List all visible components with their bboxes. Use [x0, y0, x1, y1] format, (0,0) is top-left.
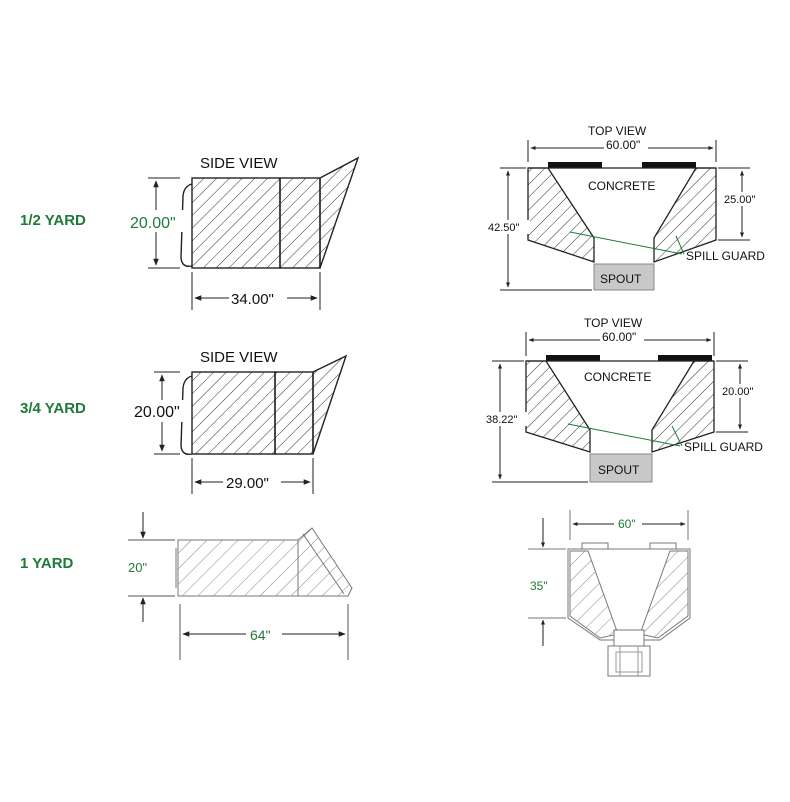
side-view-one-yard: 20" 64": [128, 512, 353, 660]
spill-guard-label: SPILL GUARD: [684, 440, 763, 454]
height-dim-label: 20.00": [130, 215, 176, 232]
bucket-body-hatched: [191, 371, 276, 455]
yard-label-half: 1/2 YARD: [20, 212, 86, 229]
dim-label-bg: [484, 412, 528, 426]
hopper-wall-right: [651, 360, 715, 453]
bucket-front-panel: [274, 371, 314, 455]
hitch-bar-left: [548, 162, 602, 168]
spill-guard-leader: [567, 423, 681, 447]
dim-label-bg: [246, 624, 282, 644]
bucket-chute: [312, 354, 348, 455]
bucket-chute: [297, 527, 353, 597]
dim-label-bg: [486, 220, 530, 234]
spill-guard-leader: [671, 425, 683, 447]
hitch-bar-left: [546, 355, 600, 361]
bucket-chute: [319, 156, 360, 269]
height-dim-label: 20.00": [134, 404, 180, 421]
top-view-three-quarter-yard: TOP VIEW 60.00" CONCRETE SPOUT SPILL GUA…: [484, 316, 764, 483]
spill-guard-leader: [569, 231, 683, 255]
hopper-outline: [567, 548, 691, 641]
hitch-bar-right: [642, 162, 696, 168]
top-view-half-yard: TOP VIEW 60.00" CONCRETE SPOUT SPILL GUA…: [486, 124, 766, 291]
concrete-label: CONCRETE: [588, 179, 655, 193]
hitch-lug-left: [581, 542, 609, 550]
top-view-title: TOP VIEW: [584, 316, 643, 330]
total-height-dim-label: 38.22": [486, 414, 518, 426]
side-view-title: SIDE VIEW: [200, 155, 278, 172]
length-dim-label: 64": [250, 627, 271, 643]
bucket-front-panel: [279, 177, 321, 269]
top-view-one-yard: 60" 35": [528, 510, 691, 677]
hopper-height-dim-label: 20.00": [722, 386, 754, 398]
side-view-title: SIDE VIEW: [200, 349, 278, 366]
hopper-wall-right: [639, 550, 689, 639]
hopper-wall-left: [569, 550, 619, 639]
hitch-lug-right: [649, 542, 677, 550]
spout-opening: [615, 651, 643, 673]
yard-label-three-quarter: 3/4 YARD: [20, 400, 86, 417]
bucket-body-hatched: [177, 539, 299, 597]
chute-edge: [302, 533, 345, 595]
dim-label-bg: [134, 400, 190, 422]
dim-label-bg: [600, 331, 644, 343]
height-dim-label: 20": [128, 560, 147, 575]
total-height-dim-label: 42.50": [488, 222, 520, 234]
dim-label-bg: [229, 288, 287, 308]
concrete-label: CONCRETE: [584, 370, 651, 384]
height-dim-label: 35": [530, 579, 548, 593]
hopper-wall-left: [527, 167, 595, 263]
hitch-bar-right: [658, 355, 712, 361]
spout-label: SPOUT: [598, 463, 640, 477]
dim-label-bg: [614, 516, 642, 530]
dim-label-bg: [604, 139, 648, 151]
spout-label: SPOUT: [600, 272, 642, 286]
top-view-title: TOP VIEW: [588, 124, 647, 138]
width-dim-label: 60.00": [602, 330, 636, 344]
dim-label-bg: [720, 384, 764, 398]
yard-label-one: 1 YARD: [20, 555, 74, 572]
width-dim-label: 60": [618, 517, 636, 531]
hopper-wall-right: [653, 167, 717, 263]
spout-housing: [607, 645, 651, 677]
dim-label-bg: [223, 472, 281, 492]
dim-label-bg: [722, 192, 766, 206]
dim-label-bg: [130, 210, 186, 232]
hopper-wall-left: [525, 360, 591, 453]
length-dim-label: 29.00": [226, 475, 269, 492]
spill-guard-leader: [675, 235, 685, 255]
spout-gate: [613, 629, 645, 647]
width-dim-label: 60.00": [606, 138, 640, 152]
hopper-height-dim-label: 25.00": [724, 194, 756, 206]
side-view-half-yard: SIDE VIEW 20.00" 34.00": [130, 155, 360, 310]
side-view-three-quarter-yard: SIDE VIEW 20.00" 29.00": [134, 349, 348, 494]
length-dim-label: 34.00": [231, 291, 274, 308]
spout-box: [593, 263, 655, 291]
spout-box: [589, 453, 653, 483]
spill-guard-label: SPILL GUARD: [686, 249, 765, 263]
bucket-body-hatched: [191, 177, 281, 269]
